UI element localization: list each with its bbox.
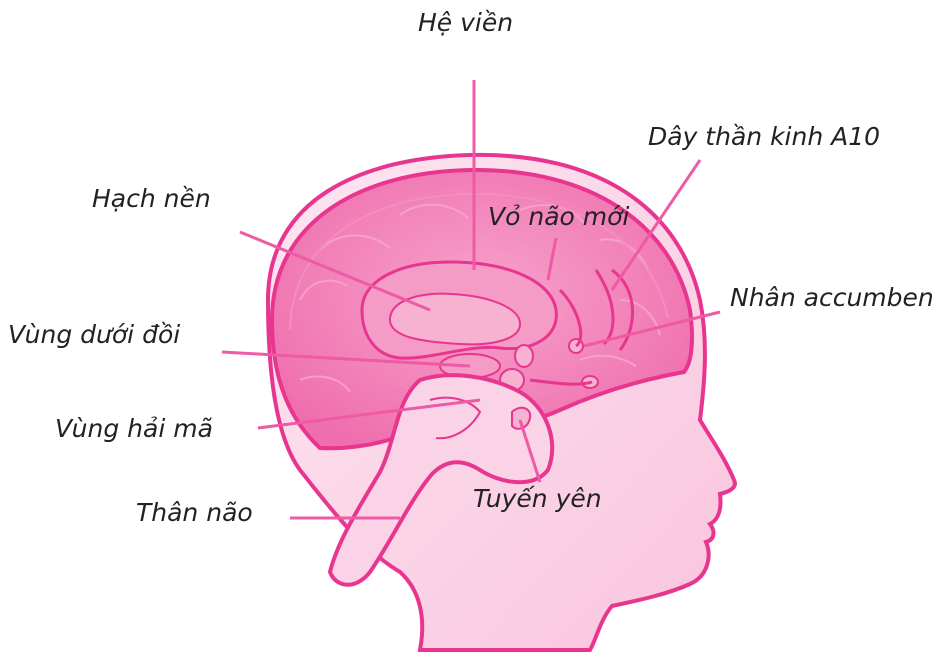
label-he-vien: Hệ viền (418, 10, 513, 35)
label-nhan-accumben: Nhân accumben (730, 285, 934, 310)
structure-blob (515, 345, 533, 367)
label-vo-nao-moi: Vỏ não mới (488, 204, 629, 229)
label-vung-hai-ma: Vùng hải mã (55, 416, 213, 441)
label-day-than-kinh-a10: Dây thần kinh A10 (648, 124, 880, 149)
label-hach-nen: Hạch nền (92, 186, 211, 211)
label-vung-duoi-doi: Vùng dưới đồi (8, 322, 180, 347)
label-than-nao: Thân não (136, 500, 253, 525)
label-tuyen-yen: Tuyến yên (473, 486, 602, 511)
